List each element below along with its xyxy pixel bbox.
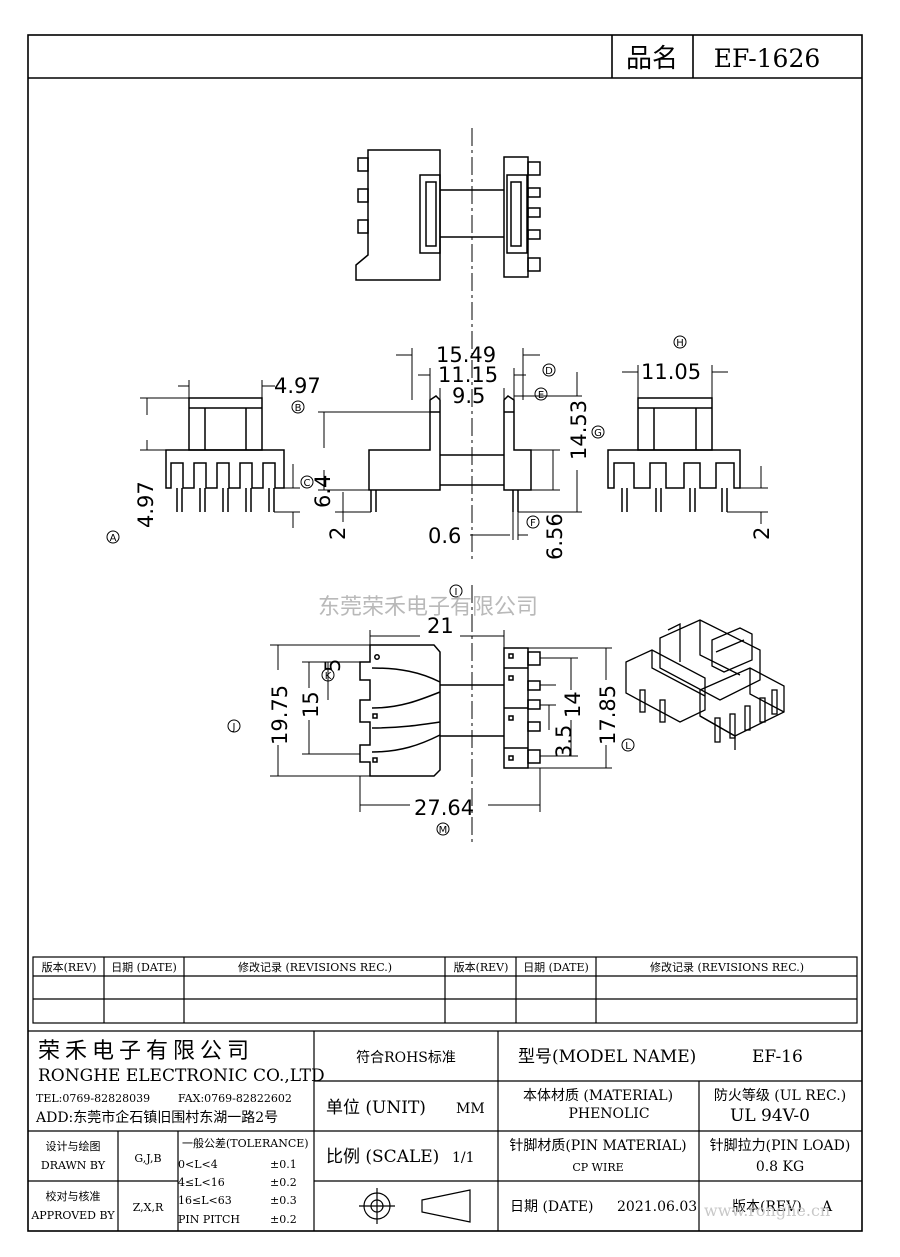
callout-j: J [232, 722, 236, 733]
pin-material-value: CP WIRE [572, 1161, 623, 1174]
drawn-by-en: DRAWN BY [41, 1159, 106, 1172]
material-label: 本体材质 (MATERIAL) [523, 1088, 673, 1104]
revision-label: 版本(REV) [732, 1199, 802, 1215]
ul-rating-label: 防火等级 (UL REC.) [714, 1087, 846, 1104]
tolerance-range-2: 4≤L<16 [178, 1176, 225, 1189]
left-front-view [165, 397, 285, 512]
date-value: 2021.06.03 [617, 1199, 697, 1215]
dim-mid-inner: 11.15 [438, 363, 498, 387]
company-address: ADD:东莞市企石镇旧围村东湖一路2号 [35, 1109, 278, 1126]
dim-right-pin: 2 [750, 527, 774, 540]
material-value: PHENOLIC [568, 1106, 649, 1122]
scale-value: 1/1 [452, 1150, 475, 1166]
date-label: 日期 (DATE) [510, 1199, 594, 1215]
dim-mid-total-height: 14.53 [567, 400, 591, 460]
callout-m: M [439, 825, 448, 836]
technical-drawing [106, 128, 785, 845]
revisions-header-2: 修改记录 (REVISIONS REC.) [650, 960, 804, 974]
projection-symbol-icon [359, 1188, 471, 1224]
rev-header-2: 版本(REV) [454, 960, 509, 974]
rev-header-1: 版本(REV) [42, 960, 97, 974]
right-end-view [607, 397, 741, 512]
model-name-label: 型号(MODEL NAME) [518, 1047, 696, 1067]
dim-mid-pin-dia: 0.6 [428, 524, 461, 548]
scale-label: 比例 (SCALE) [326, 1147, 439, 1167]
dim-mid-overall: 15.49 [436, 343, 496, 367]
rohs-compliance: 符合ROHS标准 [356, 1050, 456, 1066]
title-block [28, 1030, 862, 1231]
middle-side-view [368, 395, 532, 512]
dim-bottom-height: 19.75 [268, 685, 292, 745]
dim-mid-pin-offset: 6.56 [543, 513, 567, 560]
pin-load-label: 针脚拉力(PIN LOAD) [710, 1138, 851, 1154]
dim-mid-height: 6.4 [311, 475, 335, 508]
company-name-en: RONGHE ELECTRONIC CO.,LTD [38, 1066, 325, 1086]
tolerance-range-1: 0<L<4 [178, 1158, 218, 1171]
tolerance-value-2: ±0.2 [270, 1176, 297, 1189]
company-name-cn: 荣禾电子有限公司 [38, 1039, 254, 1064]
dim-left-height: 4.97 [134, 481, 158, 528]
callout-circles [106, 335, 687, 836]
dim-bottom-pitch: 5 [321, 659, 345, 672]
unit-label: 单位 (UNIT) [326, 1098, 426, 1118]
tolerance-range-3: 16≤L<63 [178, 1194, 232, 1207]
callout-h: H [676, 338, 684, 349]
top-view [355, 149, 541, 281]
callout-f: F [530, 518, 536, 529]
dim-right-bottom-14: 14 [561, 691, 585, 718]
date-header-1: 日期 (DATE) [111, 961, 177, 974]
tolerance-range-4: PIN PITCH [178, 1213, 240, 1226]
watermark: 东莞荣禾电子有限公司 [318, 595, 538, 620]
date-header-2: 日期 (DATE) [523, 961, 589, 974]
dimension-lines [140, 348, 768, 812]
approved-by-cn: 校对与核准 [46, 1189, 101, 1203]
tolerance-value-1: ±0.1 [270, 1158, 297, 1171]
dim-right-bottom-17-85: 17.85 [596, 685, 620, 745]
dim-bottom-overall: 27.64 [414, 796, 474, 820]
callout-d: D [545, 366, 553, 377]
callout-a: A [110, 533, 117, 544]
dim-bottom-width: 21 [427, 614, 454, 638]
callout-g: G [594, 428, 602, 439]
revision-table [32, 956, 858, 1024]
callout-c: C [304, 478, 311, 489]
outer-frame [27, 34, 863, 1232]
ul-rating-value: UL 94V-0 [730, 1106, 810, 1126]
tolerance-value-4: ±0.2 [270, 1213, 297, 1226]
callout-e: E [538, 390, 544, 401]
drawn-by-value: G,J,B [134, 1152, 161, 1165]
footer-url: www.ronghe.cn [704, 1201, 830, 1220]
product-name-label: 品名 [626, 44, 678, 74]
pin-load-value: 0.8 KG [756, 1159, 804, 1175]
dim-mid-slot: 9.5 [452, 384, 485, 408]
tolerance-value-3: ±0.3 [270, 1194, 297, 1207]
callout-i: I [455, 587, 458, 598]
pin-material-label: 针脚材质(PIN MATERIAL) [509, 1138, 686, 1154]
drawn-by-cn: 设计与绘图 [46, 1139, 101, 1153]
dim-bottom-pitch-total: 15 [299, 691, 323, 718]
dim-left-pin: 2 [326, 527, 350, 540]
callout-b: B [295, 403, 302, 414]
company-fax: FAX:0769-82822602 [178, 1092, 292, 1105]
isometric-view [625, 619, 785, 750]
unit-value: MM [456, 1101, 485, 1117]
revision-value: A [821, 1199, 833, 1215]
approved-by-value: Z,X,R [133, 1201, 164, 1214]
approved-by-en: APPROVED BY [30, 1209, 115, 1222]
dim-top-width-left: 4.97 [274, 374, 321, 398]
part-number: EF-1626 [714, 44, 821, 73]
dim-right-width: 11.05 [641, 360, 701, 384]
bottom-view [359, 644, 541, 777]
company-tel: TEL:0769-82828039 [36, 1092, 150, 1105]
revisions-header-1: 修改记录 (REVISIONS REC.) [238, 960, 392, 974]
callout-l: L [625, 741, 631, 752]
callout-k: K [325, 671, 332, 682]
dimension-labels: 4.97 4.97 2 15.49 11.15 9.5 6.4 0.6 6.56… [134, 343, 774, 820]
model-name-value: EF-16 [752, 1047, 803, 1067]
tolerance-title: 一般公差(TOLERANCE) [182, 1136, 309, 1150]
dim-right-bottom-3-5: 3.5 [552, 725, 576, 758]
